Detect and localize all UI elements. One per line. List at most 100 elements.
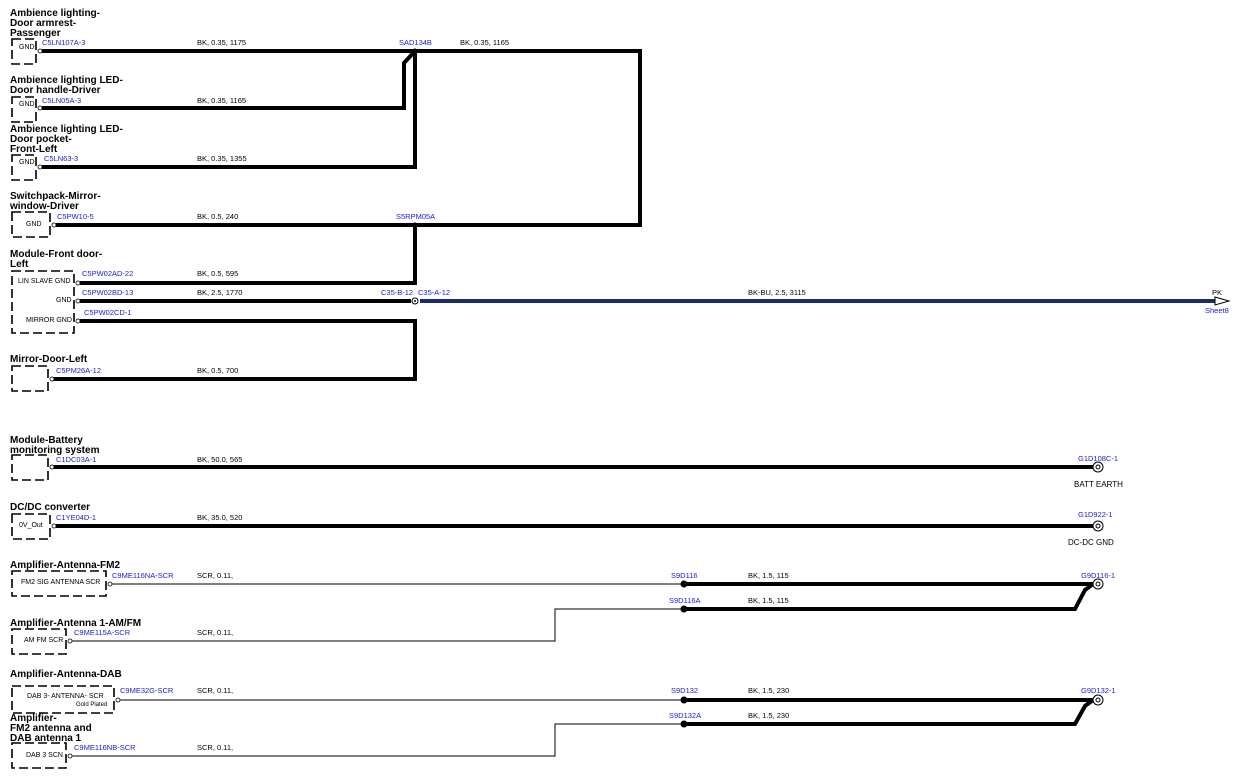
connector-id: C1YE04D-1 (56, 513, 96, 522)
wire-spec: SCR, 0.11, (197, 571, 233, 580)
pin-label: AM FM SCR (24, 637, 63, 644)
inline-connector-label: C35-B-12 (381, 288, 413, 297)
ground-label: DC-DC GND (1068, 538, 1114, 547)
pin-label: DAB 3- ANTENNA- SCR (27, 693, 104, 700)
offsheet-code: PK (1212, 288, 1222, 297)
wire-spec: BK, 2.5, 1770 (197, 288, 242, 297)
ground-label: BATT EARTH (1074, 480, 1123, 489)
connector-id: C5PM26A-12 (56, 366, 101, 375)
wire-spec: BK, 0.5, 700 (197, 366, 238, 375)
component-box (11, 38, 37, 65)
connector-id: C5LN63-3 (44, 154, 78, 163)
wire-spec: BK, 1.5, 230 (748, 711, 789, 720)
wire-mirror-gnd[interactable] (52, 319, 417, 381)
wire-spec: SCR, 0.11, (197, 743, 233, 752)
pin-terminal (75, 318, 81, 324)
splice-dot (412, 222, 418, 228)
connector-id: C5LN107A-3 (42, 38, 85, 47)
connector-id: C9ME32G-SCR (120, 686, 174, 695)
component-box (11, 742, 67, 769)
ground-terminal-batt (1092, 461, 1104, 473)
pin-label: GND (19, 44, 35, 51)
component-title: Ambience lighting LED-Door handle-Driver (10, 75, 123, 96)
wire-spec: BK, 0.5, 595 (197, 269, 238, 278)
wire-door-pocket-gnd[interactable] (42, 51, 417, 169)
offsheet-arrow (1214, 296, 1231, 306)
pin-label: GND (19, 101, 35, 108)
pin-terminal (49, 464, 55, 470)
pin-label: MIRROR GND (26, 317, 72, 324)
splice-label: S9D116A (669, 596, 701, 605)
component-title: Ambience lighting-Door armrest-Passenger (10, 8, 100, 39)
pin-terminal (37, 105, 43, 111)
ground-id: G9D116-1 (1081, 571, 1115, 580)
wire-spec: BK, 1.5, 115 (748, 596, 789, 605)
component-box (11, 454, 49, 481)
pin-terminal (51, 523, 57, 529)
wire-spec: BK, 0.35, 1355 (197, 154, 247, 163)
component-title: Amplifier-Antenna-FM2 (10, 560, 120, 571)
pin-terminal (51, 222, 57, 228)
component-box (11, 513, 51, 540)
offsheet-sheet-link[interactable]: Sheet8 (1205, 306, 1229, 315)
connector-id: C5PW10-5 (57, 212, 94, 221)
connector-id: C5LN05A-3 (42, 96, 81, 105)
ground-id: G1D108C-1 (1078, 454, 1118, 463)
wire-s9d116a-ground[interactable] (684, 582, 1095, 611)
wire-spec: BK, 1.5, 115 (748, 571, 789, 580)
pin-label: Gold Plated (76, 702, 107, 708)
wire-dab3-scn[interactable] (72, 723, 684, 757)
pin-label: FM2 SIG ANTENNA SCR (21, 579, 100, 586)
pin-terminal (115, 697, 121, 703)
splice-label: S9D132 (671, 686, 698, 695)
wire-spec: SCR, 0.11, (197, 686, 233, 695)
ground-id: G9D132-1 (1081, 686, 1116, 695)
wire-armrest-gnd[interactable] (42, 49, 642, 227)
ground-terminal-dcdc (1092, 520, 1104, 532)
ground-terminal-g9d116 (1092, 578, 1104, 590)
component-title: DC/DC converter (10, 502, 90, 513)
pin-terminal (67, 753, 73, 759)
connector-id: C5PW02AD-22 (82, 269, 133, 278)
wire-spec: BK, 0.35, 1165 (460, 38, 509, 47)
component-box (11, 365, 49, 392)
pin-label: GND (19, 159, 35, 166)
splice-dot (680, 605, 688, 613)
pin-terminal (37, 164, 43, 170)
connector-id: C9ME116NA-SCR (112, 571, 174, 580)
wire-lin-slave-gnd[interactable] (80, 225, 417, 285)
splice-dot (412, 48, 418, 54)
connector-id: C9ME115A-SCR (74, 628, 131, 637)
pin-terminal (37, 48, 43, 54)
wire-spec: BK, 50.0, 565 (197, 455, 242, 464)
inline-connector-label: C35-A-12 (418, 288, 450, 297)
splice-dot (680, 720, 688, 728)
component-box (11, 570, 107, 597)
wire-door-handle-gnd[interactable] (42, 49, 417, 110)
wire-spec: BK-BU, 2.5, 3115 (748, 288, 806, 297)
component-box (11, 628, 67, 655)
splice-dot (680, 696, 688, 704)
component-title: Amplifier-Antenna 1-AM/FM (10, 618, 141, 629)
wire-s9d132a-ground[interactable] (684, 698, 1095, 726)
connector-id: C1DC03A-1 (56, 455, 96, 464)
pin-label: 0V_Out (19, 522, 43, 529)
wire-amfm-scr[interactable] (72, 608, 684, 642)
wire-spec: SCR, 0.11, (197, 628, 233, 637)
pin-terminal (67, 638, 73, 644)
splice-label: S5RPM05A (396, 212, 435, 221)
component-box (11, 211, 51, 238)
splice-dot (680, 580, 688, 588)
component-box (11, 154, 37, 181)
pin-terminal (75, 280, 81, 286)
connector-id: C9ME116NB-SCR (74, 743, 136, 752)
wire-spec: BK, 35.0, 520 (197, 513, 242, 522)
wire-spec: BK, 0.5, 240 (197, 212, 238, 221)
pin-label: GND (26, 221, 42, 228)
component-title: Amplifier-Antenna-DAB (10, 669, 122, 680)
wire-spec: BK, 1.5, 230 (748, 686, 789, 695)
ground-id: G1D922-1 (1078, 510, 1113, 519)
